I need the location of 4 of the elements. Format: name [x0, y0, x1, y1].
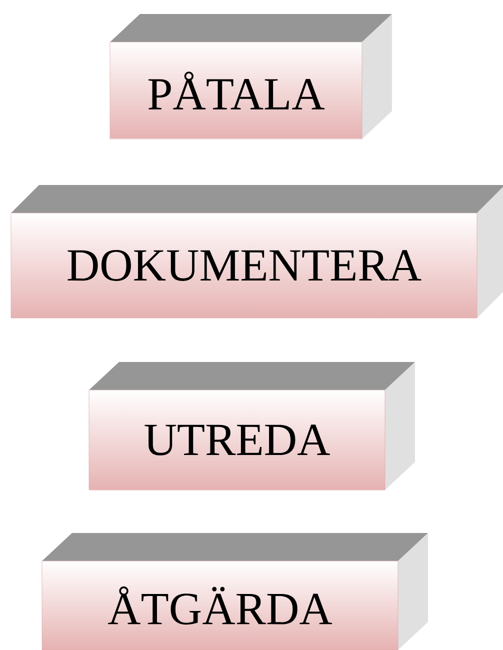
- box-3d: PÅTALA: [110, 14, 392, 140]
- box-3d: ÅTGÄRDA: [42, 533, 428, 650]
- box-3d: DOKUMENTERA: [10, 185, 503, 318]
- box-3d: UTREDA: [88, 362, 415, 490]
